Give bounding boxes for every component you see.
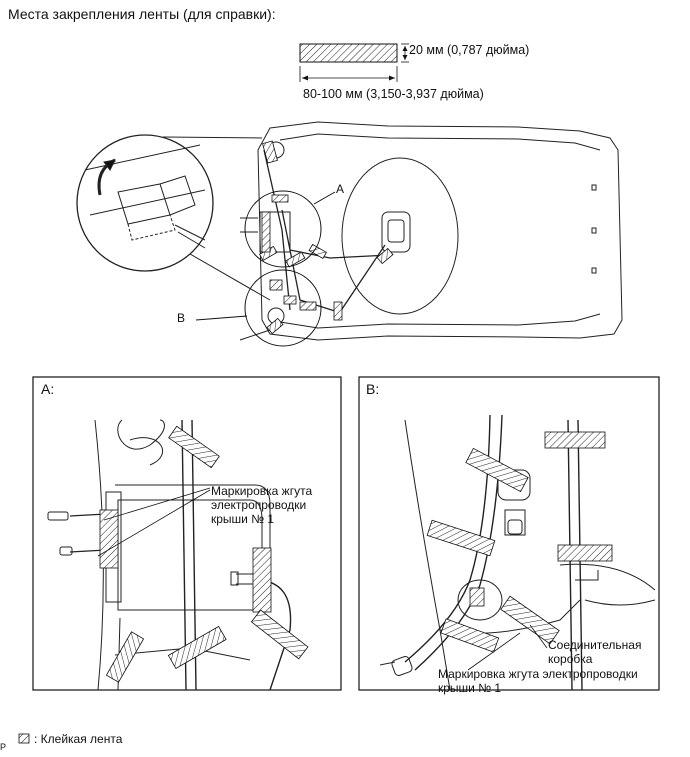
panel-b-label: B: [366,381,380,397]
panel-b-junction-box-label: Соединительная коробка [548,638,642,666]
panel-b-harness-mark-label: Маркировка жгута электропроводки крыши №… [438,667,638,695]
tape-height-dimension: 20 мм (0,787 дюйма) [409,43,530,57]
tape-width-dimension: 80-100 мм (3,150-3,937 дюйма) [303,87,484,101]
panel-a-frame [32,376,342,691]
panel-b-leader-lines [467,624,548,671]
adhesive-tape-swatch-icon [18,733,30,744]
zoom-detail-clip [76,134,271,301]
legend: : Клейкая лента [18,732,122,746]
callout-b-label: B [177,311,186,325]
tape-dimension-swatch [299,43,409,82]
page-title: Места закрепления ленты (для справки): [8,6,276,22]
page-code: P [0,742,7,752]
panel-a-tape-marks [99,425,309,683]
overview-tape-marks [259,140,394,335]
panel-a-harness-mark-label: Маркировка жгута электропроводки крыши №… [211,484,313,526]
roof-headliner-overview [239,121,623,341]
callout-a-label: A [336,182,345,196]
panel-b-tape-marks [426,431,613,653]
panel-a-label: A: [41,381,55,397]
callout-circles [195,190,336,347]
panel-a-leader-lines [97,487,211,557]
legend-text: : Клейкая лента [34,732,123,746]
panel-b-frame [358,376,660,691]
